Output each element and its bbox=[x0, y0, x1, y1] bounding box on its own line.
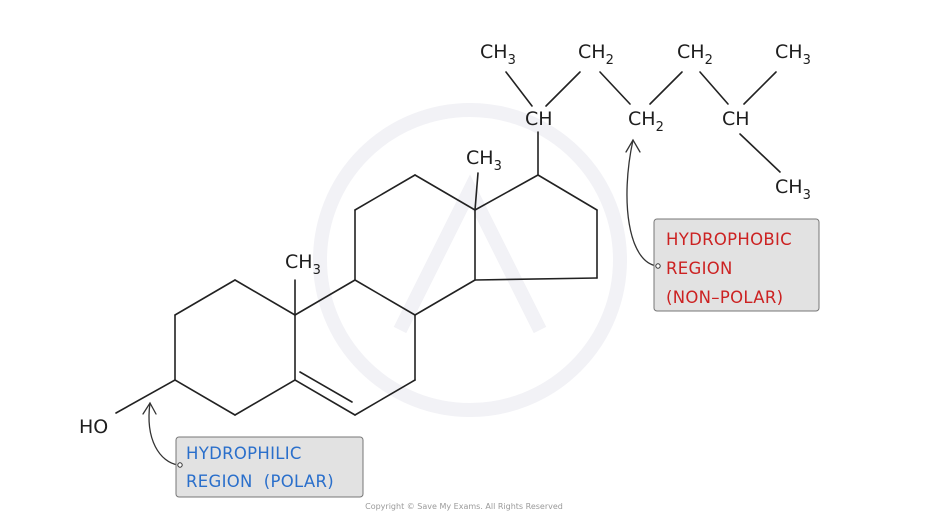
hydrophobic-arrow bbox=[626, 139, 658, 267]
substituent-bonds bbox=[115, 71, 781, 414]
copyright-notice: Copyright © Save My Exams. All Rights Re… bbox=[365, 502, 563, 511]
label-ch3-ring-cd: CH3 bbox=[466, 147, 502, 174]
hydrophobic-tag-line-2: REGION bbox=[666, 259, 733, 278]
atom-labels: CH3 CH2 CH2 CH3 CH CH2 CH CH3 CH3 CH3 bbox=[79, 41, 811, 438]
steroid-ring-bonds bbox=[174, 174, 598, 416]
hydrophobic-arrowhead bbox=[625, 138, 641, 153]
hydrophilic-annotation: HYDROPHILIC REGION (POLAR) bbox=[142, 401, 364, 498]
label-ch3-top-right: CH3 bbox=[775, 41, 811, 68]
label-ch2-top-1: CH2 bbox=[578, 41, 614, 68]
hydrophilic-arrow bbox=[148, 402, 179, 466]
hydrophilic-tag-line-2: REGION (POLAR) bbox=[186, 472, 334, 491]
hydrophobic-tag-hole bbox=[655, 263, 661, 269]
hydrophilic-arrowhead bbox=[142, 401, 157, 415]
hydrophobic-tag-line-3: (NON–POLAR) bbox=[666, 288, 783, 307]
label-ch-side-chain-2: CH bbox=[722, 108, 750, 130]
label-ch2-top-2: CH2 bbox=[677, 41, 713, 68]
hydrophobic-annotation: HYDROPHOBIC REGION (NON–POLAR) bbox=[625, 138, 820, 312]
hydrophobic-tag-box bbox=[653, 218, 820, 312]
label-ch3-terminal: CH3 bbox=[775, 176, 811, 203]
hydrophilic-tag-hole bbox=[177, 462, 183, 468]
hydrophilic-tag-line-1: HYDROPHILIC bbox=[186, 444, 302, 463]
hydrophobic-tag-line-1: HYDROPHOBIC bbox=[666, 230, 792, 249]
label-ch3-top-left: CH3 bbox=[480, 41, 516, 68]
label-ch3-ring-ab: CH3 bbox=[285, 251, 321, 278]
watermark-logo bbox=[313, 103, 627, 417]
label-ho: HO bbox=[79, 416, 108, 438]
label-ch2-middle: CH2 bbox=[628, 108, 664, 135]
hydrophilic-tag-box bbox=[175, 436, 364, 498]
label-ch-side-chain-1: CH bbox=[525, 108, 553, 130]
